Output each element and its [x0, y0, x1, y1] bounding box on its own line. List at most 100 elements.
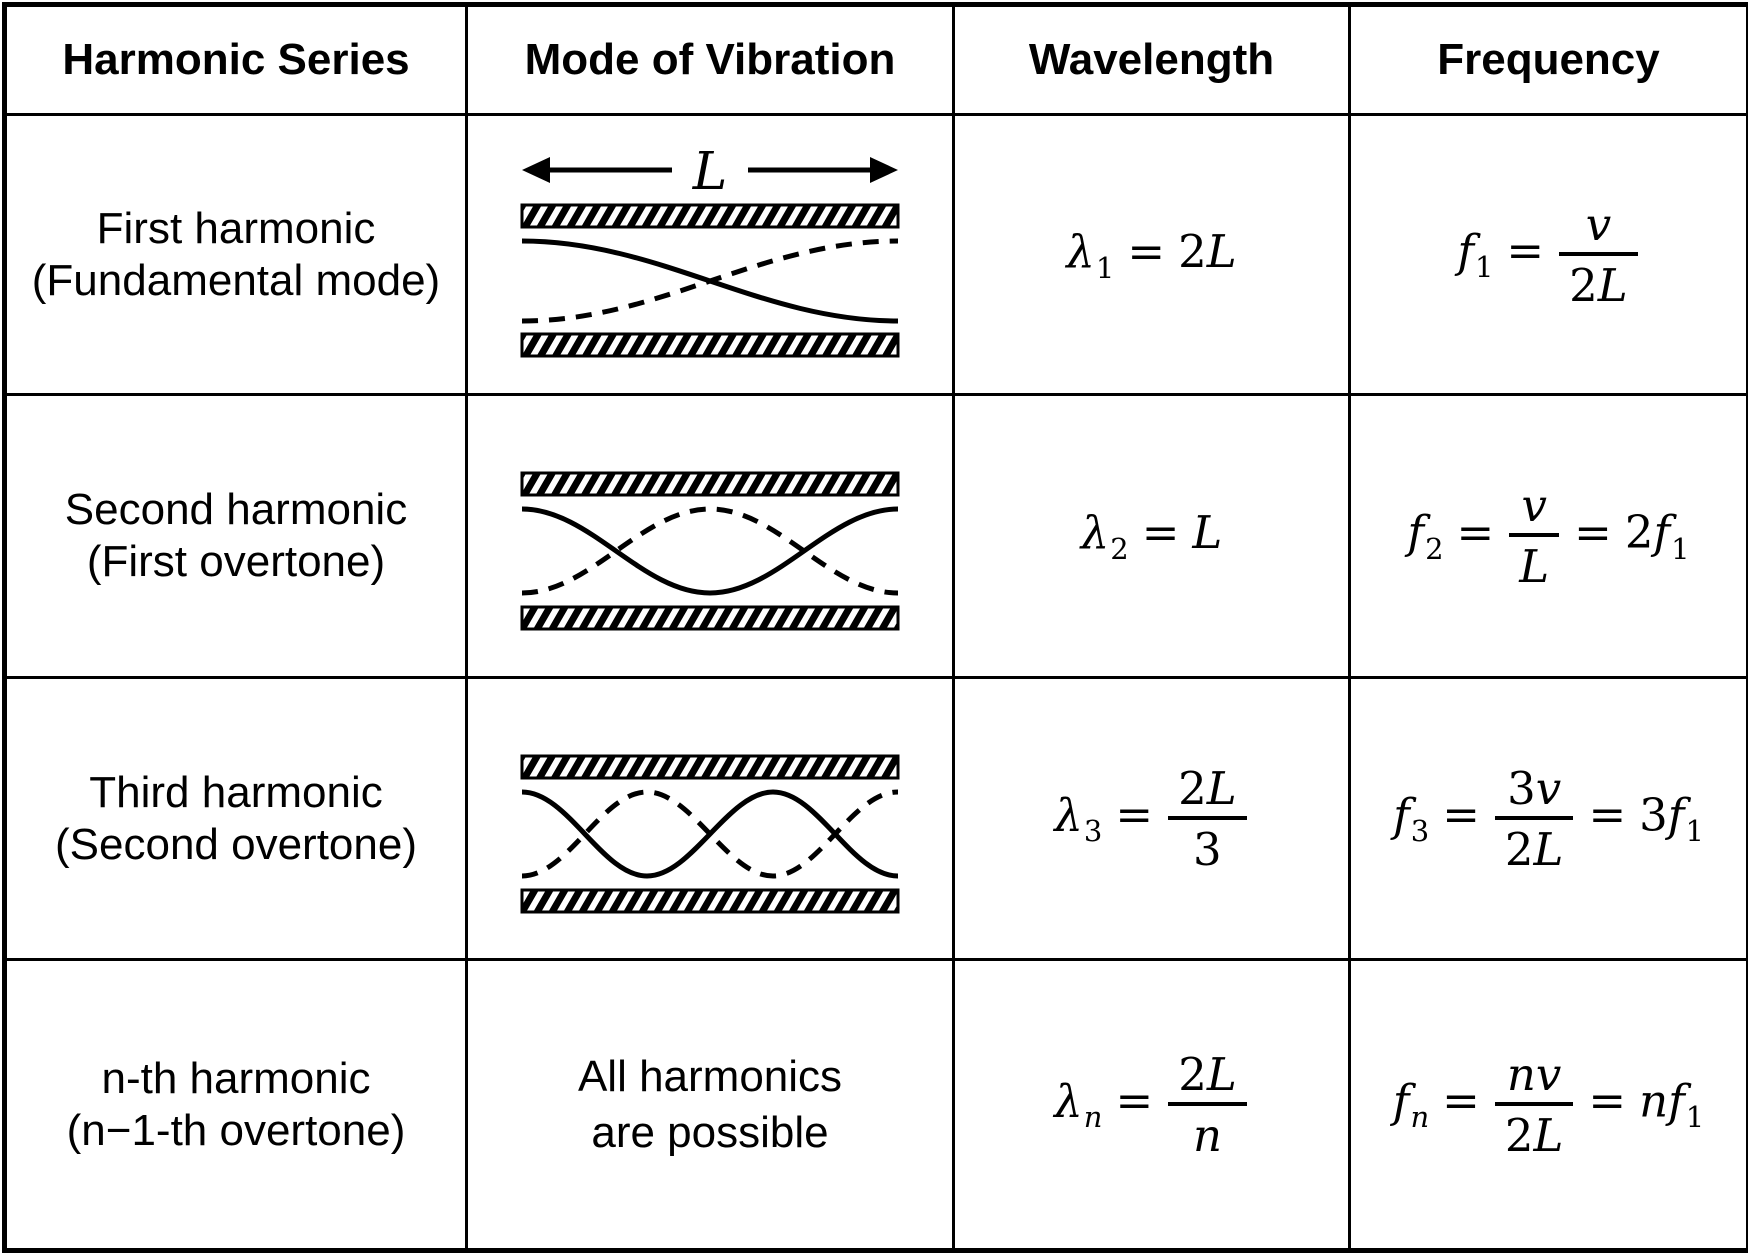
wall-hatch-bottom [522, 607, 898, 629]
equals-sign: = [1588, 1074, 1626, 1127]
mode-diagram-third-harmonic [520, 753, 900, 915]
standing-wave-solid [522, 792, 898, 876]
standing-wave-dashed [522, 241, 898, 321]
header-harmonic-series: Harmonic Series [5, 5, 467, 115]
lambda-symbol: λ [1066, 225, 1095, 278]
f-symbol: f [1457, 224, 1474, 277]
subscript: 2 [1110, 532, 1128, 566]
mode-text-line2: are possible [469, 1105, 951, 1161]
subscript: 1 [1686, 1100, 1704, 1134]
fraction-denominator: L [1509, 537, 1559, 589]
standing-wave-dashed [522, 509, 898, 593]
series-name: First harmonic (Fundamental mode) [8, 203, 464, 307]
equals-sign: = [1588, 788, 1626, 841]
wall-hatch-top [522, 205, 898, 227]
f-symbol: f [1407, 506, 1424, 559]
series-name: Third harmonic (Second overtone) [8, 767, 464, 871]
fraction-denominator: 2L [1559, 256, 1638, 308]
header-frequency: Frequency [1350, 5, 1748, 115]
f-symbol: f [1668, 788, 1685, 841]
equals-sign: = [1442, 1074, 1480, 1127]
series-name: Second harmonic (First overtone) [8, 484, 464, 588]
equals-sign: = [1506, 224, 1544, 277]
header-row: Harmonic Series Mode of Vibration Wavele… [5, 5, 1748, 115]
length-arrow: L [522, 151, 898, 202]
table-row: n-th harmonic (n−1-th overtone) All harm… [5, 960, 1748, 1251]
series-line1: First harmonic [8, 203, 464, 255]
fraction-denominator: 3 [1168, 820, 1247, 872]
f-symbol: f [1393, 788, 1410, 841]
coefficient: 2 [1178, 225, 1207, 278]
series-line2: (Second overtone) [8, 819, 464, 871]
coefficient: 3 [1639, 788, 1668, 841]
table-row: Second harmonic (First overtone) λ2=L f2 [5, 395, 1748, 678]
f-symbol: f [1653, 506, 1670, 559]
wall-hatch-top [522, 756, 898, 778]
series-cell-second-harmonic: Second harmonic (First overtone) [5, 395, 467, 678]
mode-cell-nth-harmonic: All harmonics are possible [467, 960, 954, 1251]
fraction-denominator: 2L [1495, 1106, 1574, 1158]
subscript: 3 [1411, 814, 1429, 848]
variable: L [1207, 225, 1237, 278]
subscript: 2 [1425, 532, 1443, 566]
lambda-symbol: λ [1081, 506, 1110, 559]
mode-cell-third-harmonic [467, 678, 954, 960]
series-line1: Third harmonic [8, 767, 464, 819]
mode-cell-first-harmonic: L [467, 115, 954, 395]
coefficient: 2 [1625, 506, 1654, 559]
wavelength-cell-row2: λ2=L [954, 395, 1350, 678]
equals-sign: = [1127, 225, 1165, 278]
f-symbol: f [1668, 1074, 1685, 1127]
lambda-symbol: λ [1054, 788, 1083, 841]
coefficient: n [1639, 1074, 1668, 1127]
mode-diagram-second-harmonic [520, 470, 900, 632]
equals-sign: = [1574, 506, 1612, 559]
equals-sign: = [1442, 788, 1480, 841]
header-mode-of-vibration: Mode of Vibration [467, 5, 954, 115]
wall-hatch-bottom [522, 890, 898, 912]
mode-text: All harmonics are possible [469, 1049, 951, 1161]
subscript: 1 [1685, 814, 1703, 848]
wall-hatch-top [522, 473, 898, 495]
mode-diagram-first-harmonic: L [520, 151, 900, 359]
fraction-numerator: v [1559, 202, 1638, 256]
equals-sign: = [1115, 788, 1153, 841]
subscript: n [1410, 1100, 1429, 1134]
series-name: n-th harmonic (n−1-th overtone) [8, 1053, 464, 1157]
fraction-denominator: 2L [1495, 820, 1574, 872]
standing-wave-solid [522, 509, 898, 593]
series-line2: (First overtone) [8, 536, 464, 588]
fraction-numerator: v [1509, 483, 1559, 537]
series-cell-first-harmonic: First harmonic (Fundamental mode) [5, 115, 467, 395]
subscript: 1 [1475, 250, 1493, 284]
equals-sign: = [1457, 506, 1495, 559]
series-line2: (Fundamental mode) [8, 255, 464, 307]
mode-text-line1: All harmonics [469, 1049, 951, 1105]
length-label: L [692, 151, 728, 202]
subscript: 3 [1084, 814, 1102, 848]
series-line1: n-th harmonic [8, 1053, 464, 1105]
arrowhead-left-icon [522, 157, 550, 183]
wavelength-cell-row1: λ1=2L [954, 115, 1350, 395]
lambda-symbol: λ [1054, 1074, 1083, 1127]
subscript: n [1084, 1100, 1103, 1134]
series-line2: (n−1-th overtone) [8, 1105, 464, 1157]
variable: L [1192, 506, 1222, 559]
series-line1: Second harmonic [8, 484, 464, 536]
fraction-numerator: 3v [1495, 766, 1574, 820]
header-wavelength: Wavelength [954, 5, 1350, 115]
fraction-numerator: nv [1495, 1052, 1574, 1106]
fraction-numerator: 2L [1168, 766, 1247, 820]
